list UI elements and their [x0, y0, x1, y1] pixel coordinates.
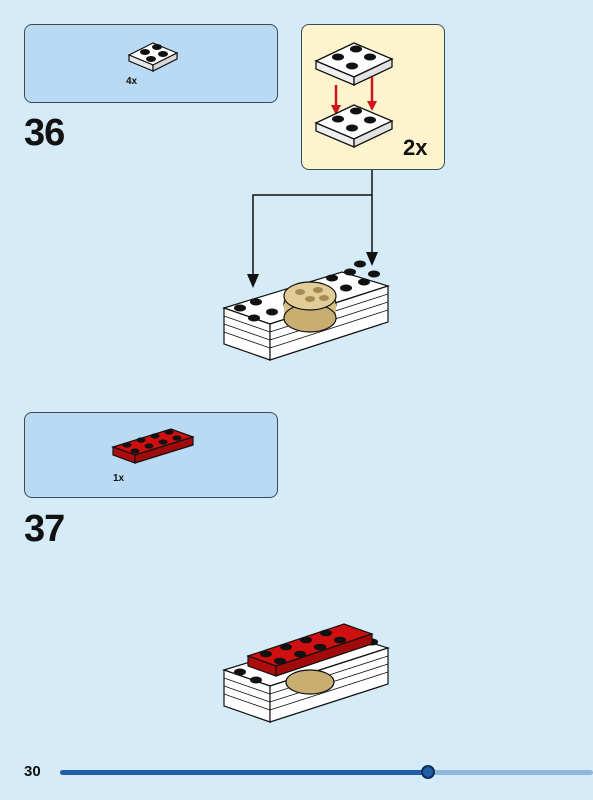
progress-fill: [60, 770, 428, 775]
step-37-model: [222, 623, 391, 723]
step-number: 36: [24, 112, 65, 154]
subassembly-illustration: [314, 42, 394, 149]
parts-box-step-37: 1x: [24, 412, 278, 498]
step-36-model: [222, 260, 391, 361]
step-number: 37: [24, 508, 65, 550]
page-number: 30: [24, 763, 41, 780]
subassembly-multiplier: 2x: [403, 135, 428, 160]
parts-quantity: 4x: [126, 76, 138, 87]
white-plate-2x2-icon: [127, 42, 179, 72]
subassembly-callout: 2x: [301, 24, 445, 170]
red-plate-2x4-icon: [111, 428, 195, 464]
progress-knob[interactable]: [421, 765, 435, 779]
parts-quantity: 1x: [113, 473, 125, 484]
parts-box-step-36: 4x: [24, 24, 278, 103]
